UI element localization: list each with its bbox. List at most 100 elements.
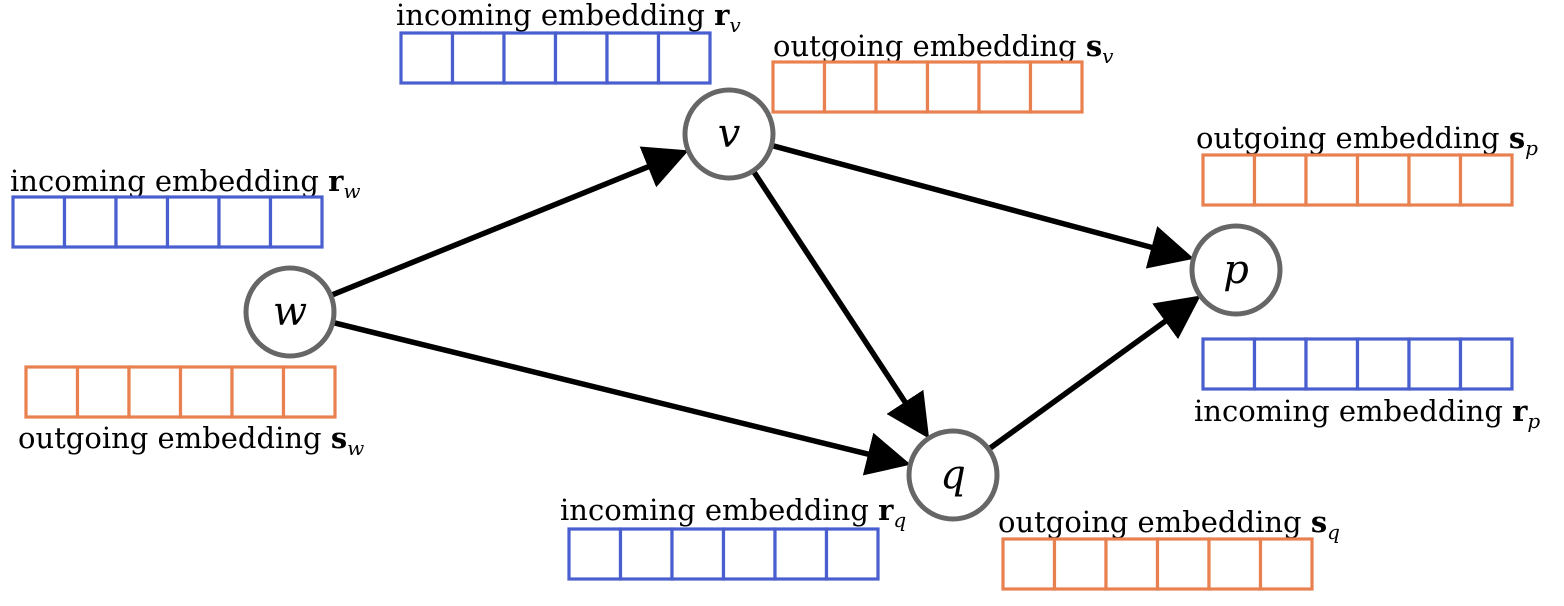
embedding-label: incoming embedding rw [10, 164, 361, 203]
embedding-cell [62, 195, 118, 249]
embedding-subscript: w [343, 179, 360, 203]
embedding-cell [11, 195, 67, 249]
embedding-symbol: s [1509, 121, 1525, 155]
embedding-vector [567, 527, 880, 581]
incoming-embedding-q: incoming embedding rq [560, 493, 906, 581]
embedding-cell [1252, 153, 1308, 207]
embedding-cell [1355, 153, 1411, 207]
embedding-cell [399, 31, 455, 85]
embedding-cell [1458, 153, 1514, 207]
embedding-vector [771, 60, 1084, 114]
embedding-cell [874, 60, 930, 114]
embedding-label-text: outgoing embedding [1196, 121, 1509, 155]
embedding-label: outgoing embedding sw [18, 421, 364, 460]
embedding-label: incoming embedding rv [396, 0, 741, 37]
embedding-vector [1201, 153, 1514, 207]
embedding-cell [1201, 337, 1257, 391]
embedding-cell [178, 365, 234, 419]
embedding-cell [502, 31, 558, 85]
embedding-subscript: q [1327, 520, 1340, 544]
embedding-cell [1104, 537, 1160, 591]
embedding-symbol: s [331, 421, 347, 455]
embedding-cell [24, 365, 80, 419]
embedding-cell [773, 527, 829, 581]
embedding-cell [1304, 337, 1360, 391]
embedding-symbol: r [1512, 394, 1528, 428]
embedding-subscript: p [1525, 136, 1538, 160]
embedding-label-text: incoming embedding [1194, 394, 1512, 428]
embedding-cell [1001, 537, 1057, 591]
node-circle [1189, 223, 1283, 317]
edges-layer [331, 143, 1201, 476]
embedding-symbol: r [714, 0, 730, 32]
embedding-cell [268, 195, 324, 249]
node-circle [682, 87, 776, 181]
embedding-cell [1207, 537, 1263, 591]
embedding-cell [1052, 537, 1108, 591]
embedding-cell [1407, 153, 1463, 207]
embedding-label-text: incoming embedding [560, 493, 878, 527]
embedding-label: incoming embedding rp [1194, 394, 1540, 433]
node-q: q [906, 428, 1000, 522]
embedding-cell [824, 527, 880, 581]
embedding-label-text: incoming embedding [10, 164, 328, 198]
outgoing-embedding-p: outgoing embedding sp [1196, 121, 1538, 207]
node-p: p [1189, 223, 1283, 317]
edge-w-to-v [331, 146, 689, 298]
embedding-cell [217, 195, 273, 249]
embedding-label-text: outgoing embedding [18, 421, 331, 455]
embedding-vector [399, 31, 712, 85]
embedding-subscript: v [1102, 44, 1114, 68]
node-circle [243, 265, 337, 359]
embedding-vector [1001, 537, 1314, 591]
embedding-cell [553, 31, 609, 85]
node-v: v [682, 87, 776, 181]
incoming-embedding-p: incoming embedding rp [1194, 337, 1540, 433]
node-circle [906, 428, 1000, 522]
node-label: w [273, 289, 307, 335]
embedding-cell [1355, 337, 1411, 391]
embedding-label-text: outgoing embedding [998, 505, 1311, 539]
node-label: v [718, 111, 741, 157]
embedding-cell [1458, 337, 1514, 391]
nodes-layer: w v q p [243, 87, 1283, 522]
outgoing-embedding-q: outgoing embedding sq [998, 505, 1340, 591]
embedding-cell [1201, 153, 1257, 207]
edge-q-to-p [988, 295, 1201, 451]
node-label: p [1223, 247, 1249, 293]
embedding-cell [670, 527, 726, 581]
embedding-cell [1407, 337, 1463, 391]
embedding-cell [618, 527, 674, 581]
embedding-cell [1155, 537, 1211, 591]
edge-w-to-q [334, 320, 911, 476]
embedding-cell [605, 31, 661, 85]
edge-v-to-p [772, 143, 1194, 269]
embedding-label-text: incoming embedding [396, 0, 714, 32]
embedding-cell [75, 365, 131, 419]
embedding-symbol: s [1311, 505, 1327, 539]
embedding-cell [721, 527, 777, 581]
incoming-embedding-w: incoming embedding rw [10, 164, 361, 249]
embedding-cell [450, 31, 506, 85]
embedding-symbol: s [1086, 29, 1102, 63]
embedding-cell [127, 365, 183, 419]
embedding-symbol: r [878, 493, 894, 527]
embedding-label: outgoing embedding sp [1196, 121, 1538, 160]
embedding-cell [822, 60, 878, 114]
outgoing-embedding-v: outgoing embedding sv [771, 29, 1114, 114]
embedding-label-text: outgoing embedding [773, 29, 1086, 63]
embedding-cell [114, 195, 170, 249]
embedding-cell [1028, 60, 1084, 114]
embedding-label: incoming embedding rq [560, 493, 906, 532]
outgoing-embedding-w: outgoing embedding sw [18, 365, 364, 460]
embedding-symbol: r [328, 164, 344, 198]
embedding-cell [281, 365, 337, 419]
embedding-cell [230, 365, 286, 419]
incoming-embedding-v: incoming embedding rv [396, 0, 741, 85]
embedding-cell [1258, 537, 1314, 591]
embedding-cell [1304, 153, 1360, 207]
embedding-vector [11, 195, 324, 249]
edge-v-to-q [751, 170, 930, 439]
